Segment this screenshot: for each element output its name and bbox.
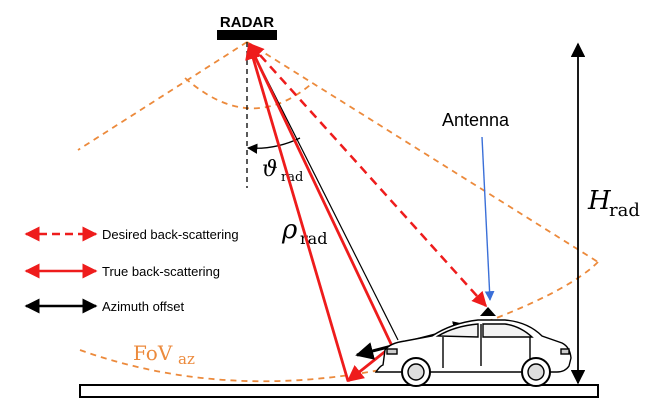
car-icon bbox=[374, 319, 572, 387]
legend-true-label: True back-scattering bbox=[102, 264, 220, 279]
legend: Desired back-scattering True back-scatte… bbox=[24, 226, 239, 314]
car-headlight bbox=[386, 348, 398, 355]
angle-subscript: rad bbox=[281, 170, 303, 185]
desired-backscatter-ray bbox=[248, 42, 488, 308]
car-window-rear bbox=[482, 323, 534, 338]
radar-block bbox=[217, 30, 277, 40]
car-window-front bbox=[435, 323, 479, 338]
angle-symbol: ϑ bbox=[262, 157, 278, 182]
ground-plate bbox=[79, 384, 599, 398]
fov-label-subscript: az bbox=[178, 350, 195, 368]
antenna-arrow-icon bbox=[481, 136, 495, 301]
angle-arc bbox=[246, 137, 301, 154]
height-symbol: H bbox=[587, 186, 612, 216]
radar-label: RADAR bbox=[220, 14, 274, 31]
antenna-marker bbox=[480, 307, 496, 316]
car-taillight bbox=[560, 348, 570, 355]
legend-azimuth-label: Azimuth offset bbox=[102, 299, 185, 314]
legend-desired-label: Desired back-scattering bbox=[102, 227, 239, 242]
height-subscript: rad bbox=[609, 200, 640, 221]
fov-label-symbol: FoV bbox=[133, 341, 173, 365]
fov-right-arc bbox=[419, 261, 599, 346]
true-backscatter-ray-left bbox=[245, 42, 350, 382]
fov-bottom-arc bbox=[79, 349, 381, 383]
antenna-label: Antenna bbox=[442, 110, 510, 130]
true-backscatter-ray-right bbox=[247, 43, 394, 347]
car-hub-rear bbox=[527, 363, 545, 381]
range-symbol: ρ bbox=[281, 215, 298, 245]
car-hub-front bbox=[407, 363, 425, 381]
fov-left-edge bbox=[77, 41, 248, 151]
